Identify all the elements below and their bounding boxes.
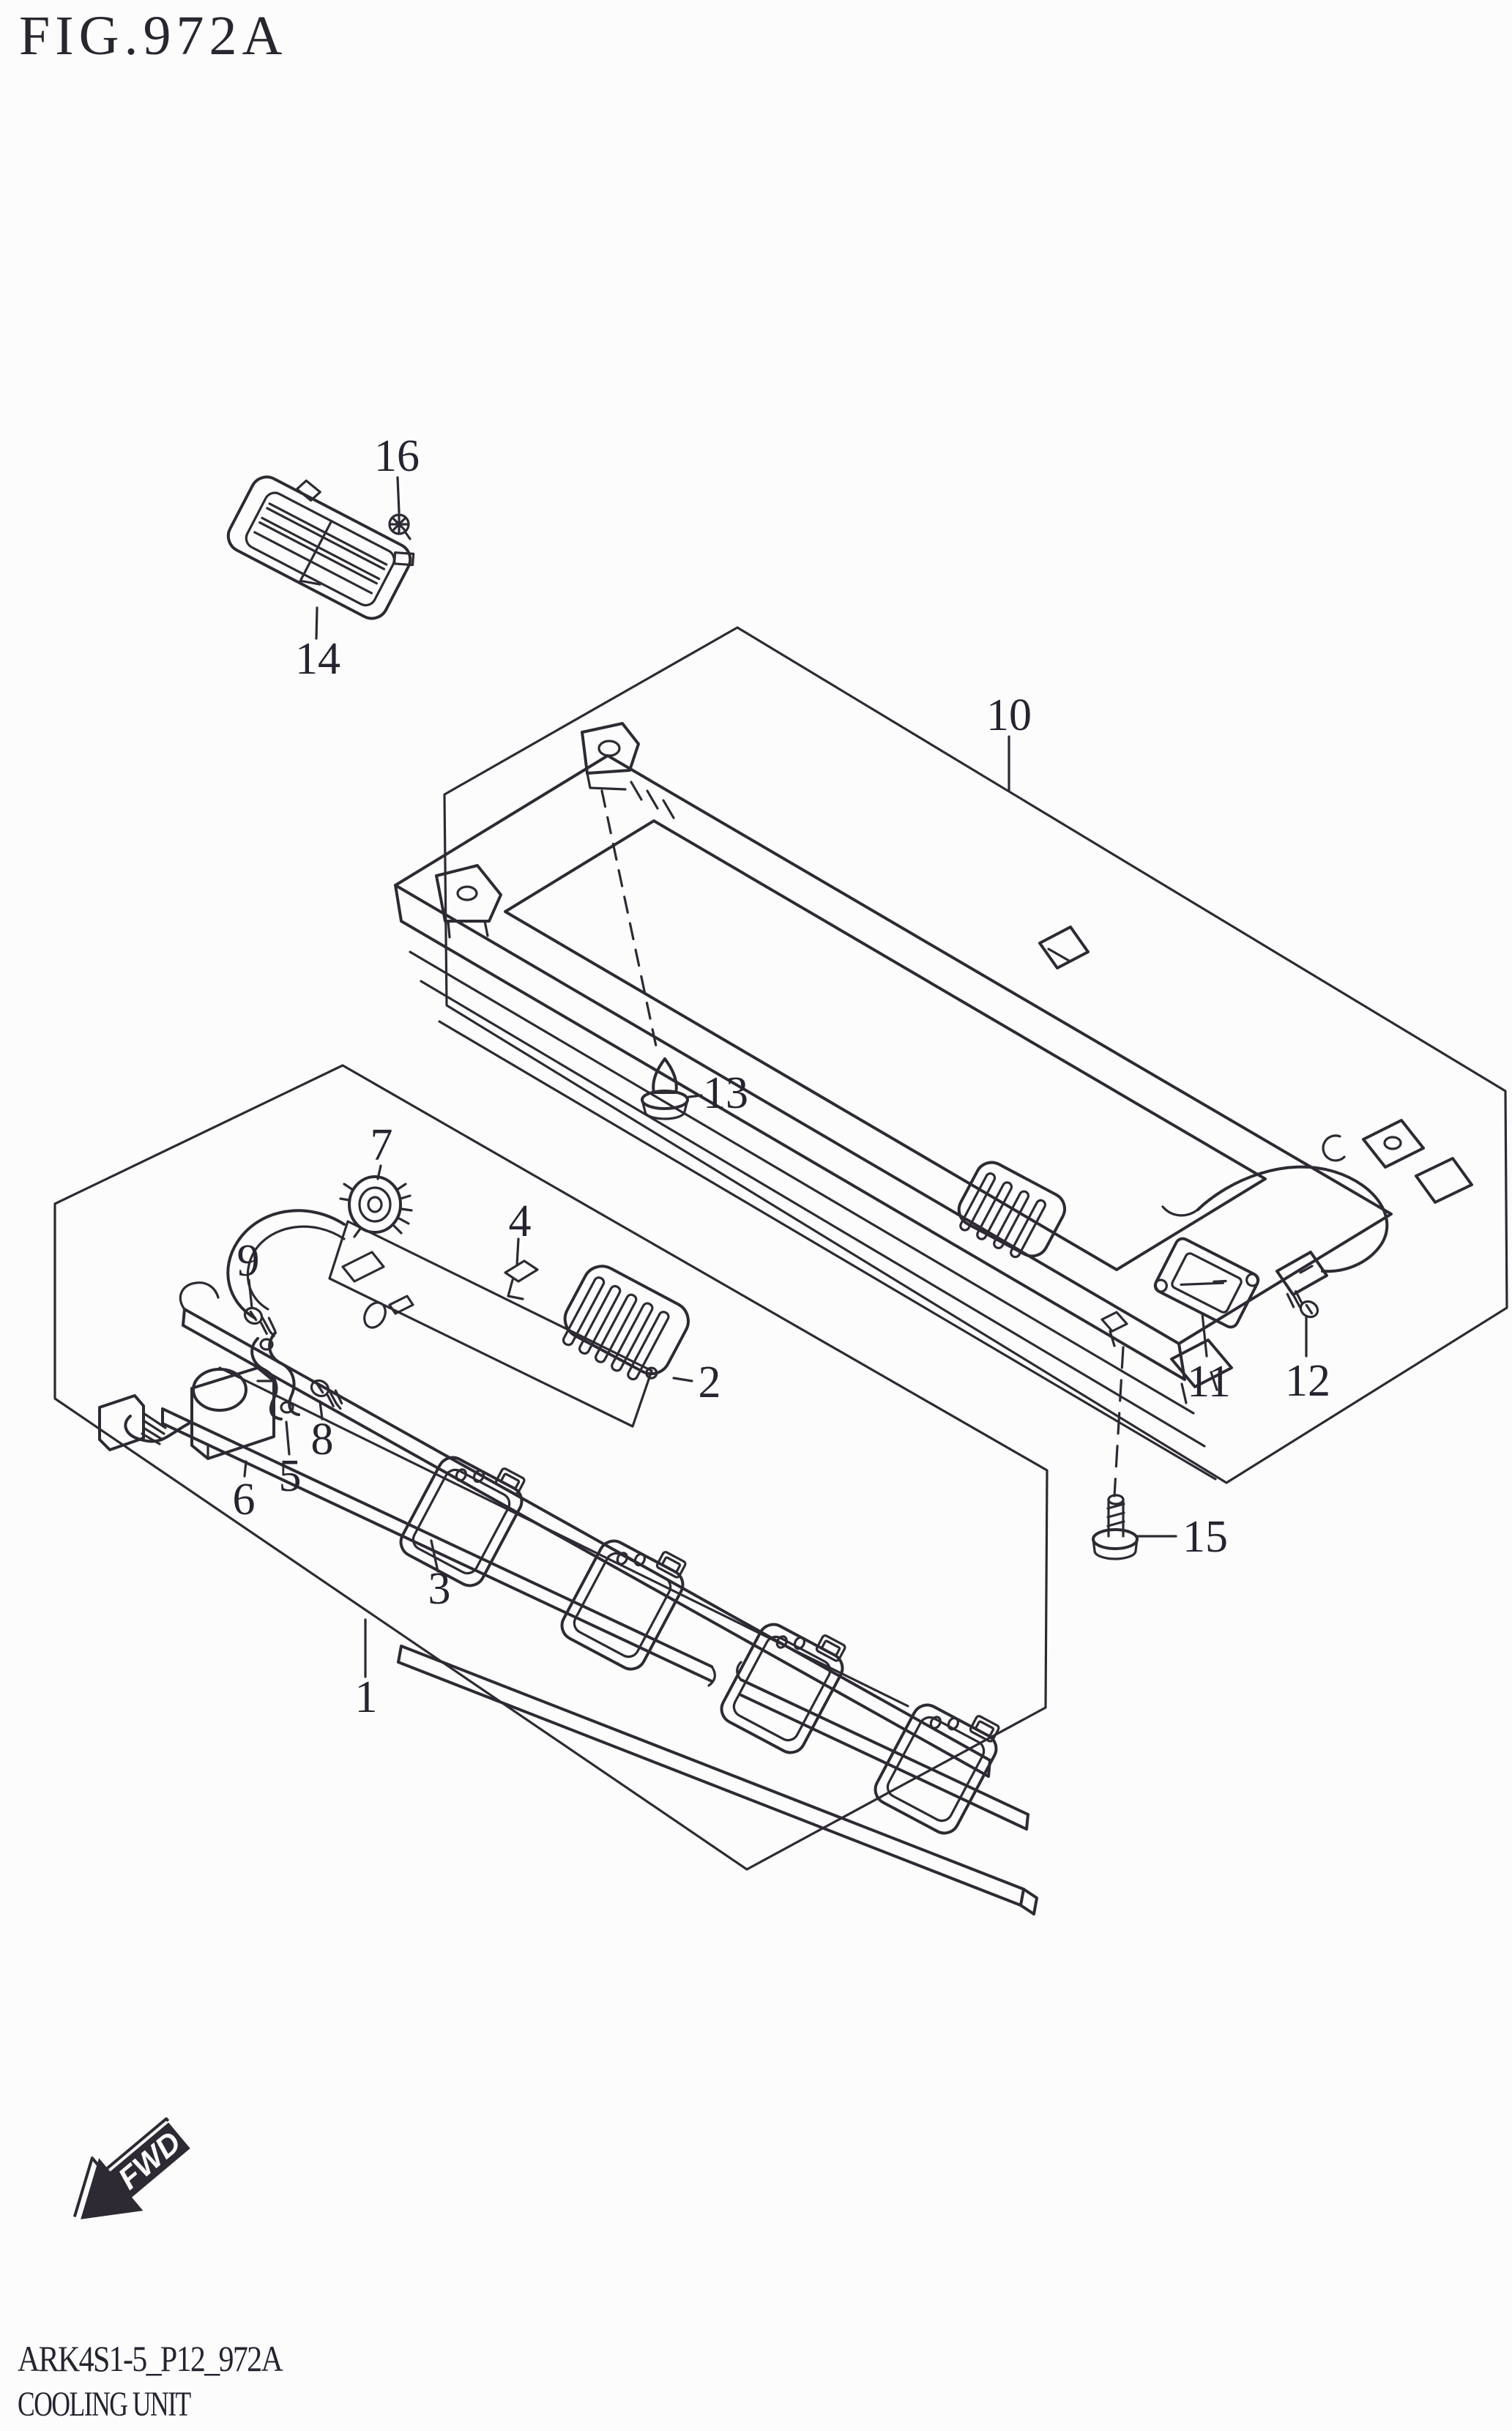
vent-grille-part14 [226,475,415,620]
seal-bar [397,1645,1038,1916]
footer-assembly-name: COOLING UNIT [18,2385,191,2424]
part-label-10: 10 [986,690,1032,740]
screw-part9 [243,1306,277,1338]
rod-part3 [161,1407,1029,1831]
lower-case-assembly [179,1209,991,1778]
figure-title: FIG.972A [19,5,288,67]
boundary-box-upper [443,626,1508,1484]
part-label-9: 9 [237,1236,260,1286]
damper-door [720,1623,846,1754]
part-label-7: 7 [370,1120,393,1170]
louver-part2 [562,1265,690,1381]
clip-pin-part13 [641,1057,689,1120]
clip-part4 [504,1259,539,1300]
part-label-4: 4 [509,1196,532,1246]
plate-part11 [1153,1237,1260,1329]
cooling-unit-part10 [394,722,1473,1497]
part-label-12: 12 [1285,1356,1330,1406]
part-label-3: 3 [428,1564,451,1614]
part-label-5: 5 [279,1451,302,1501]
part-label-16: 16 [374,431,420,481]
grommet-part15 [1092,1494,1139,1560]
damper-door [399,1456,526,1587]
leader-lines [243,476,1308,1678]
part-label-1: 1 [355,1672,378,1722]
footer-drawing-code: ARK4S1-5_P12_972A [18,2338,283,2379]
screw-part12 [1286,1287,1319,1319]
part-label-2: 2 [699,1358,721,1407]
part-label-14: 14 [295,634,340,684]
boundary-box-lower [53,1064,1049,1871]
damper-door [560,1539,687,1671]
part-label-15: 15 [1183,1512,1228,1562]
motor-part6 [98,1366,275,1460]
knob-part7 [339,1175,413,1238]
part-label-11: 11 [1187,1357,1231,1407]
part-label-13: 13 [703,1068,748,1118]
screw-part16 [388,513,411,540]
screw-part8 [310,1379,343,1410]
part-label-6: 6 [233,1475,256,1525]
fwd-arrow: FWD [72,2117,190,2219]
damper-door [874,1703,1000,1835]
part-label-8: 8 [311,1415,334,1464]
